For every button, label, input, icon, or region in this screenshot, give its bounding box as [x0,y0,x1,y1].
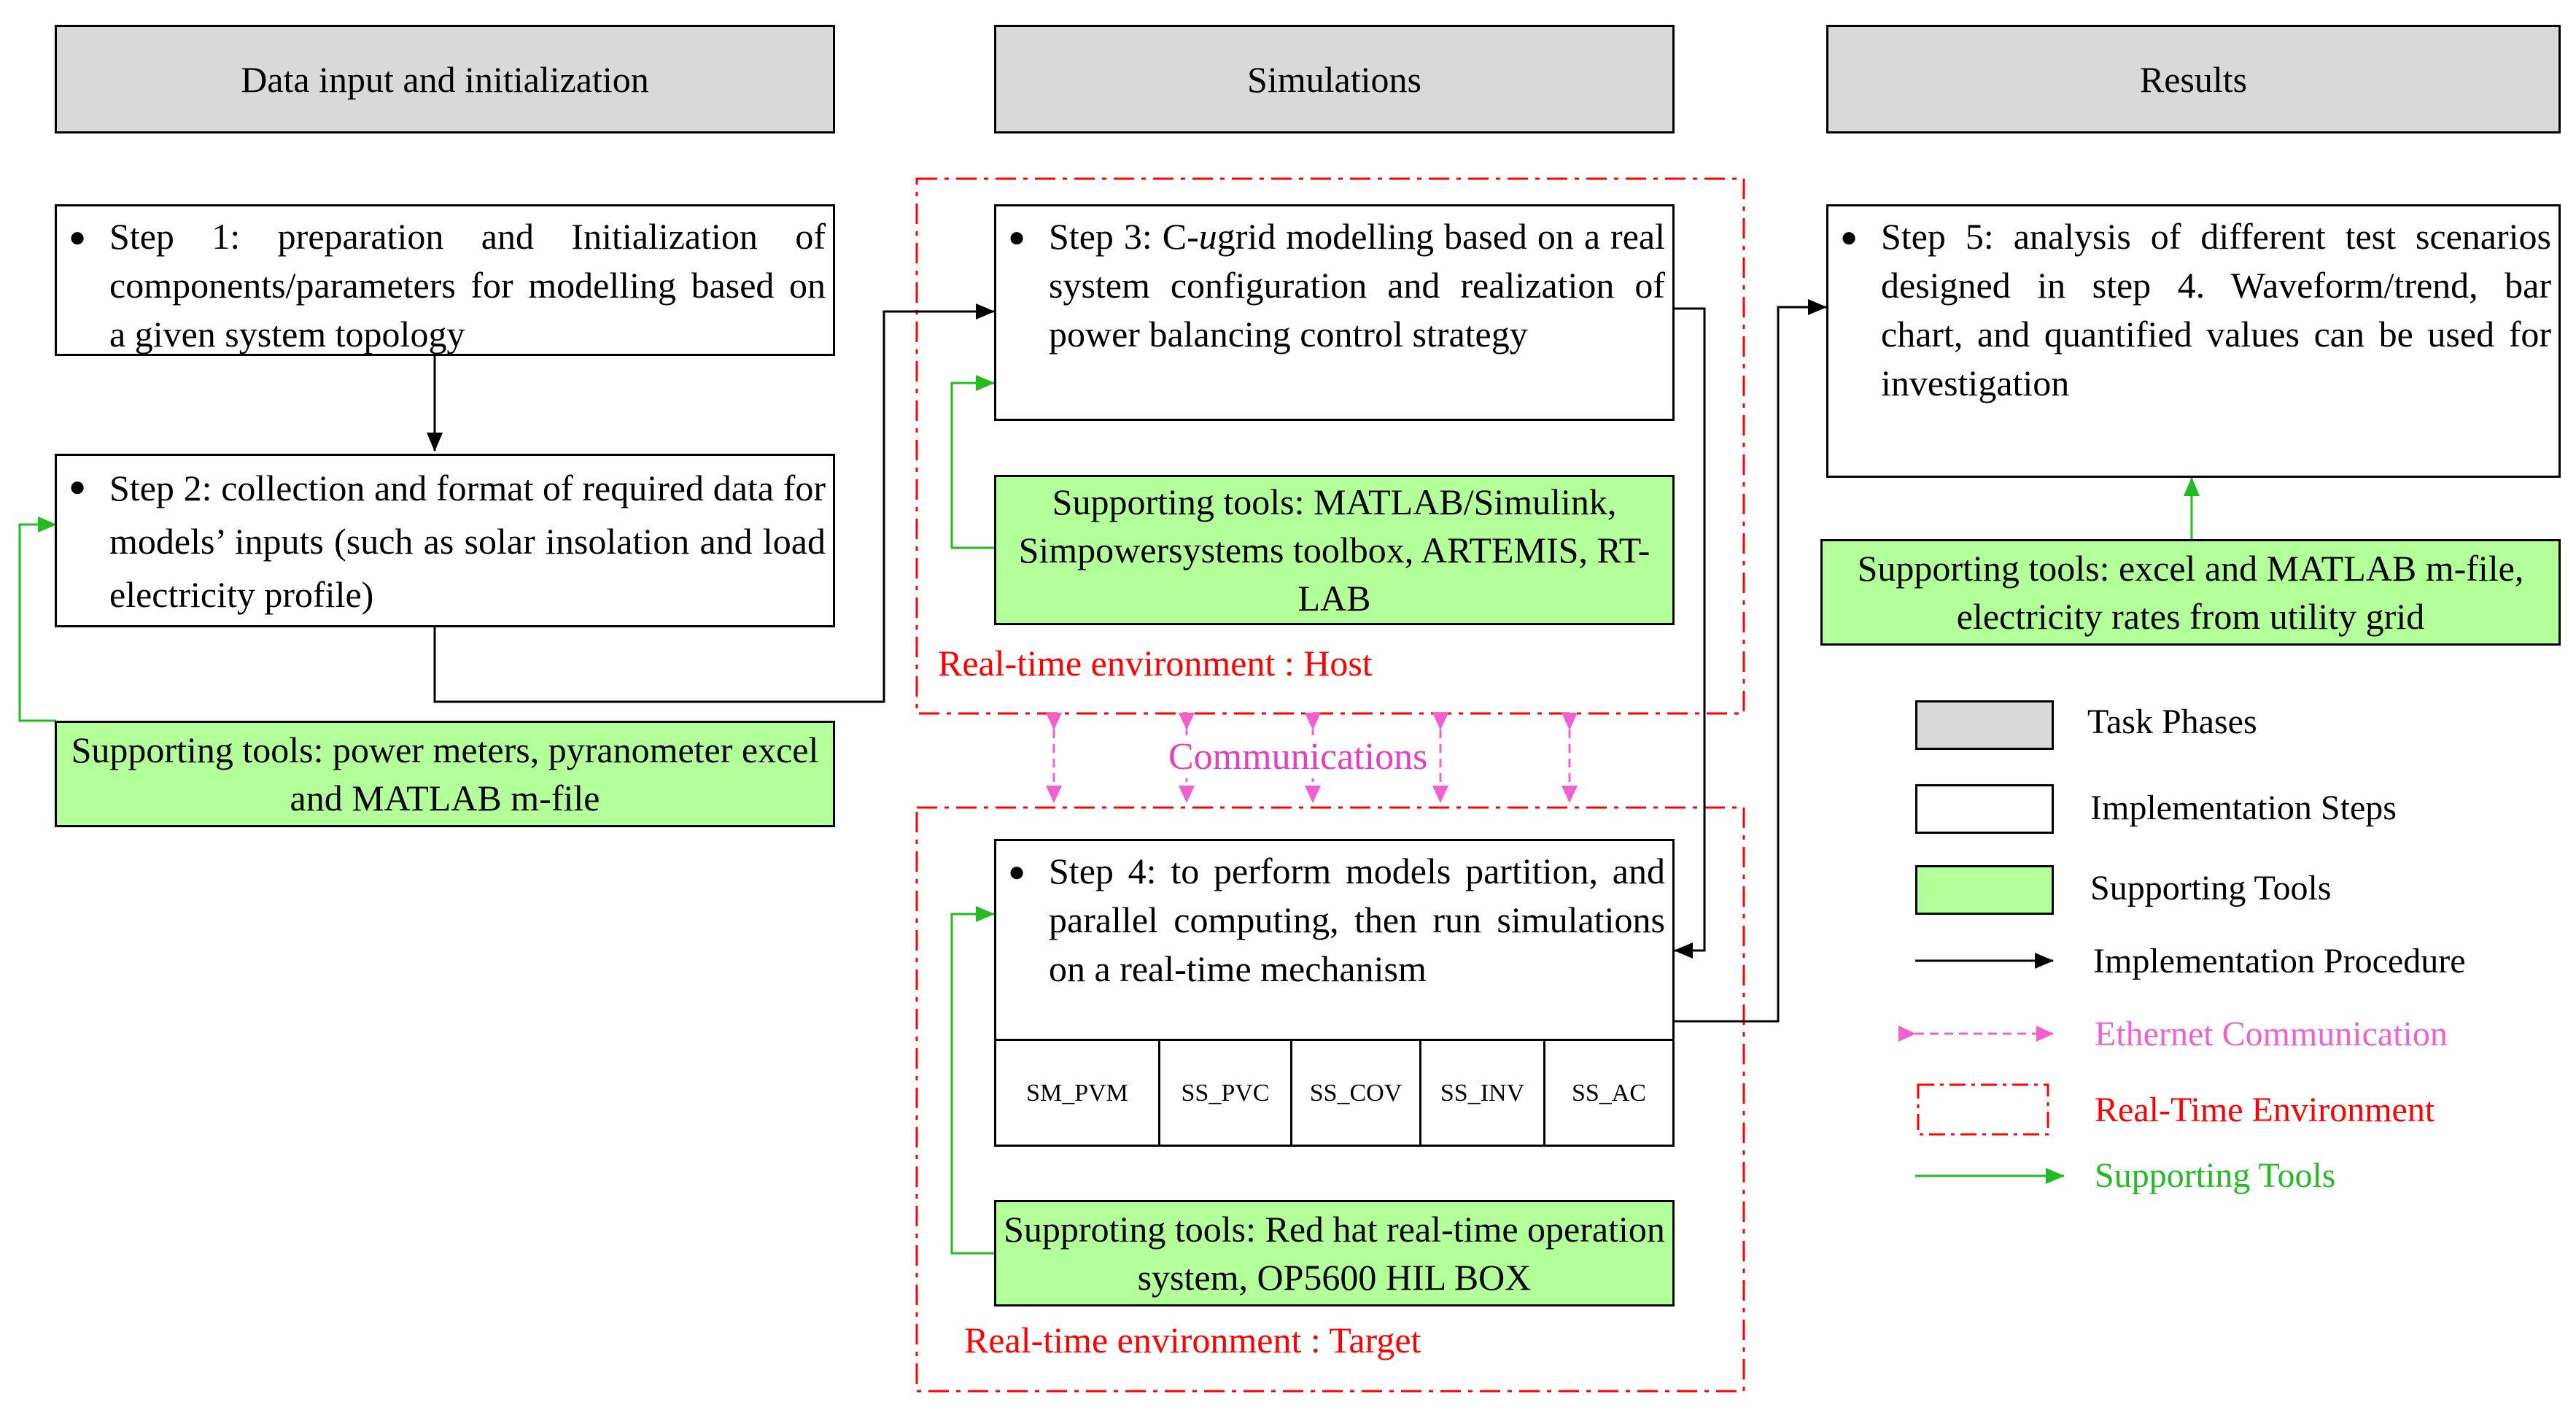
legend-task-phases: Task Phases [2087,702,2257,741]
phase-data-input-label: Data input and initialization [241,58,649,100]
legend-ethernet-communication: Ethernet Communication [2095,1015,2448,1053]
support-arrow-step3 [950,375,995,549]
module-ss-inv: SS_INV [1421,1041,1545,1145]
support-tools-step5-text: Supporting tools: excel and MATLAB m-fil… [1857,548,2524,637]
legend-supporting-tools-box: Supporting Tools [2090,869,2332,907]
support-arrow-step2 [18,516,57,722]
communications-label: Communications [1165,735,1431,778]
module-ss-pvc: SS_PVC [1160,1041,1292,1145]
module-row: SM_PVM SS_PVC SS_COV SS_INV SS_AC [996,1039,1672,1145]
host-environment-label: Real-time environment : Host [938,643,1373,684]
legend-phase-swatch [1915,700,2054,750]
step3-text: Step 3: C-ugrid modelling based on a rea… [1049,212,1665,359]
bullet-icon: ● [1840,220,1858,253]
support-tools-step5: Supporting tools: excel and MATLAB m-fil… [1820,539,2561,646]
step3-text-rest: grid modelling based on a real system co… [1049,216,1665,355]
arrow-step2-to-step3 [433,303,995,703]
legend-tool-swatch [1915,865,2054,915]
step3-text-italic: u [1198,216,1217,257]
arrow-step3-to-step4 [1674,307,1706,959]
legend-environment-frame [1917,1083,2049,1136]
step4-text: Step 4: to perform models partition, and… [1049,851,1665,989]
step5-text: Step 5: analysis of different test scena… [1881,216,2551,403]
support-tools-step3: Supporting tools: MATLAB/Simulink, Simpo… [994,475,1675,625]
target-environment-label: Real-time environment : Target [964,1320,1421,1360]
target-environment-frame [915,806,1745,1393]
step1-text: Step 1: preparation and Initialization o… [109,216,826,355]
bullet-icon: ● [69,220,87,253]
module-sm-pvm: SM_PVM [996,1041,1160,1145]
legend-real-time-environment: Real-Time Environment [2095,1091,2435,1129]
module-ss-ac: SS_AC [1571,1079,1647,1107]
phase-simulations-label: Simulations [1247,58,1421,100]
bullet-icon: ● [1008,220,1026,253]
module-ss-cov: SS_COV [1292,1041,1421,1145]
host-environment-frame [915,177,1745,715]
phase-results-label: Results [2139,58,2248,100]
legend-implementation-procedure: Implementation Procedure [2093,942,2466,980]
arrow-step4-to-step5 [1675,299,1827,1023]
step5-box: ● Step 5: analysis of different test sce… [1826,204,2561,478]
phase-results: Results [1826,25,2561,133]
legend-implementation-steps: Implementation Steps [2090,789,2397,827]
support-tools-step3-text: Supporting tools: MATLAB/Simulink, Simpo… [1018,481,1650,619]
support-tools-step2: Supporting tools: power meters, pyranome… [55,721,835,827]
support-tools-step4-text: Supproting tools: Red hat real-time oper… [1004,1209,1665,1298]
support-arrow-step4 [950,906,995,1255]
step2-text: Step 2: collection and format of require… [109,468,826,615]
bullet-icon: ● [1008,855,1026,888]
support-tools-step2-text: Supporting tools: power meters, pyranome… [71,729,819,818]
step3-text-start: Step 3: C- [1049,216,1199,257]
support-tools-step4: Supproting tools: Red hat real-time oper… [994,1200,1675,1306]
phase-simulations: Simulations [994,25,1675,133]
step4-box: ● Step 4: to perform models partition, a… [994,839,1675,1147]
step3-box: ● Step 3: C-ugrid modelling based on a r… [994,204,1675,421]
step1-box: ● Step 1: preparation and Initialization… [55,204,835,356]
step2-box: ● Step 2: collection and format of requi… [55,454,835,627]
bullet-icon: ● [69,470,87,503]
phase-data-input: Data input and initialization [55,25,835,133]
legend-step-swatch [1915,784,2054,834]
legend-supporting-tools-arrow: Supporting Tools [2095,1156,2336,1195]
